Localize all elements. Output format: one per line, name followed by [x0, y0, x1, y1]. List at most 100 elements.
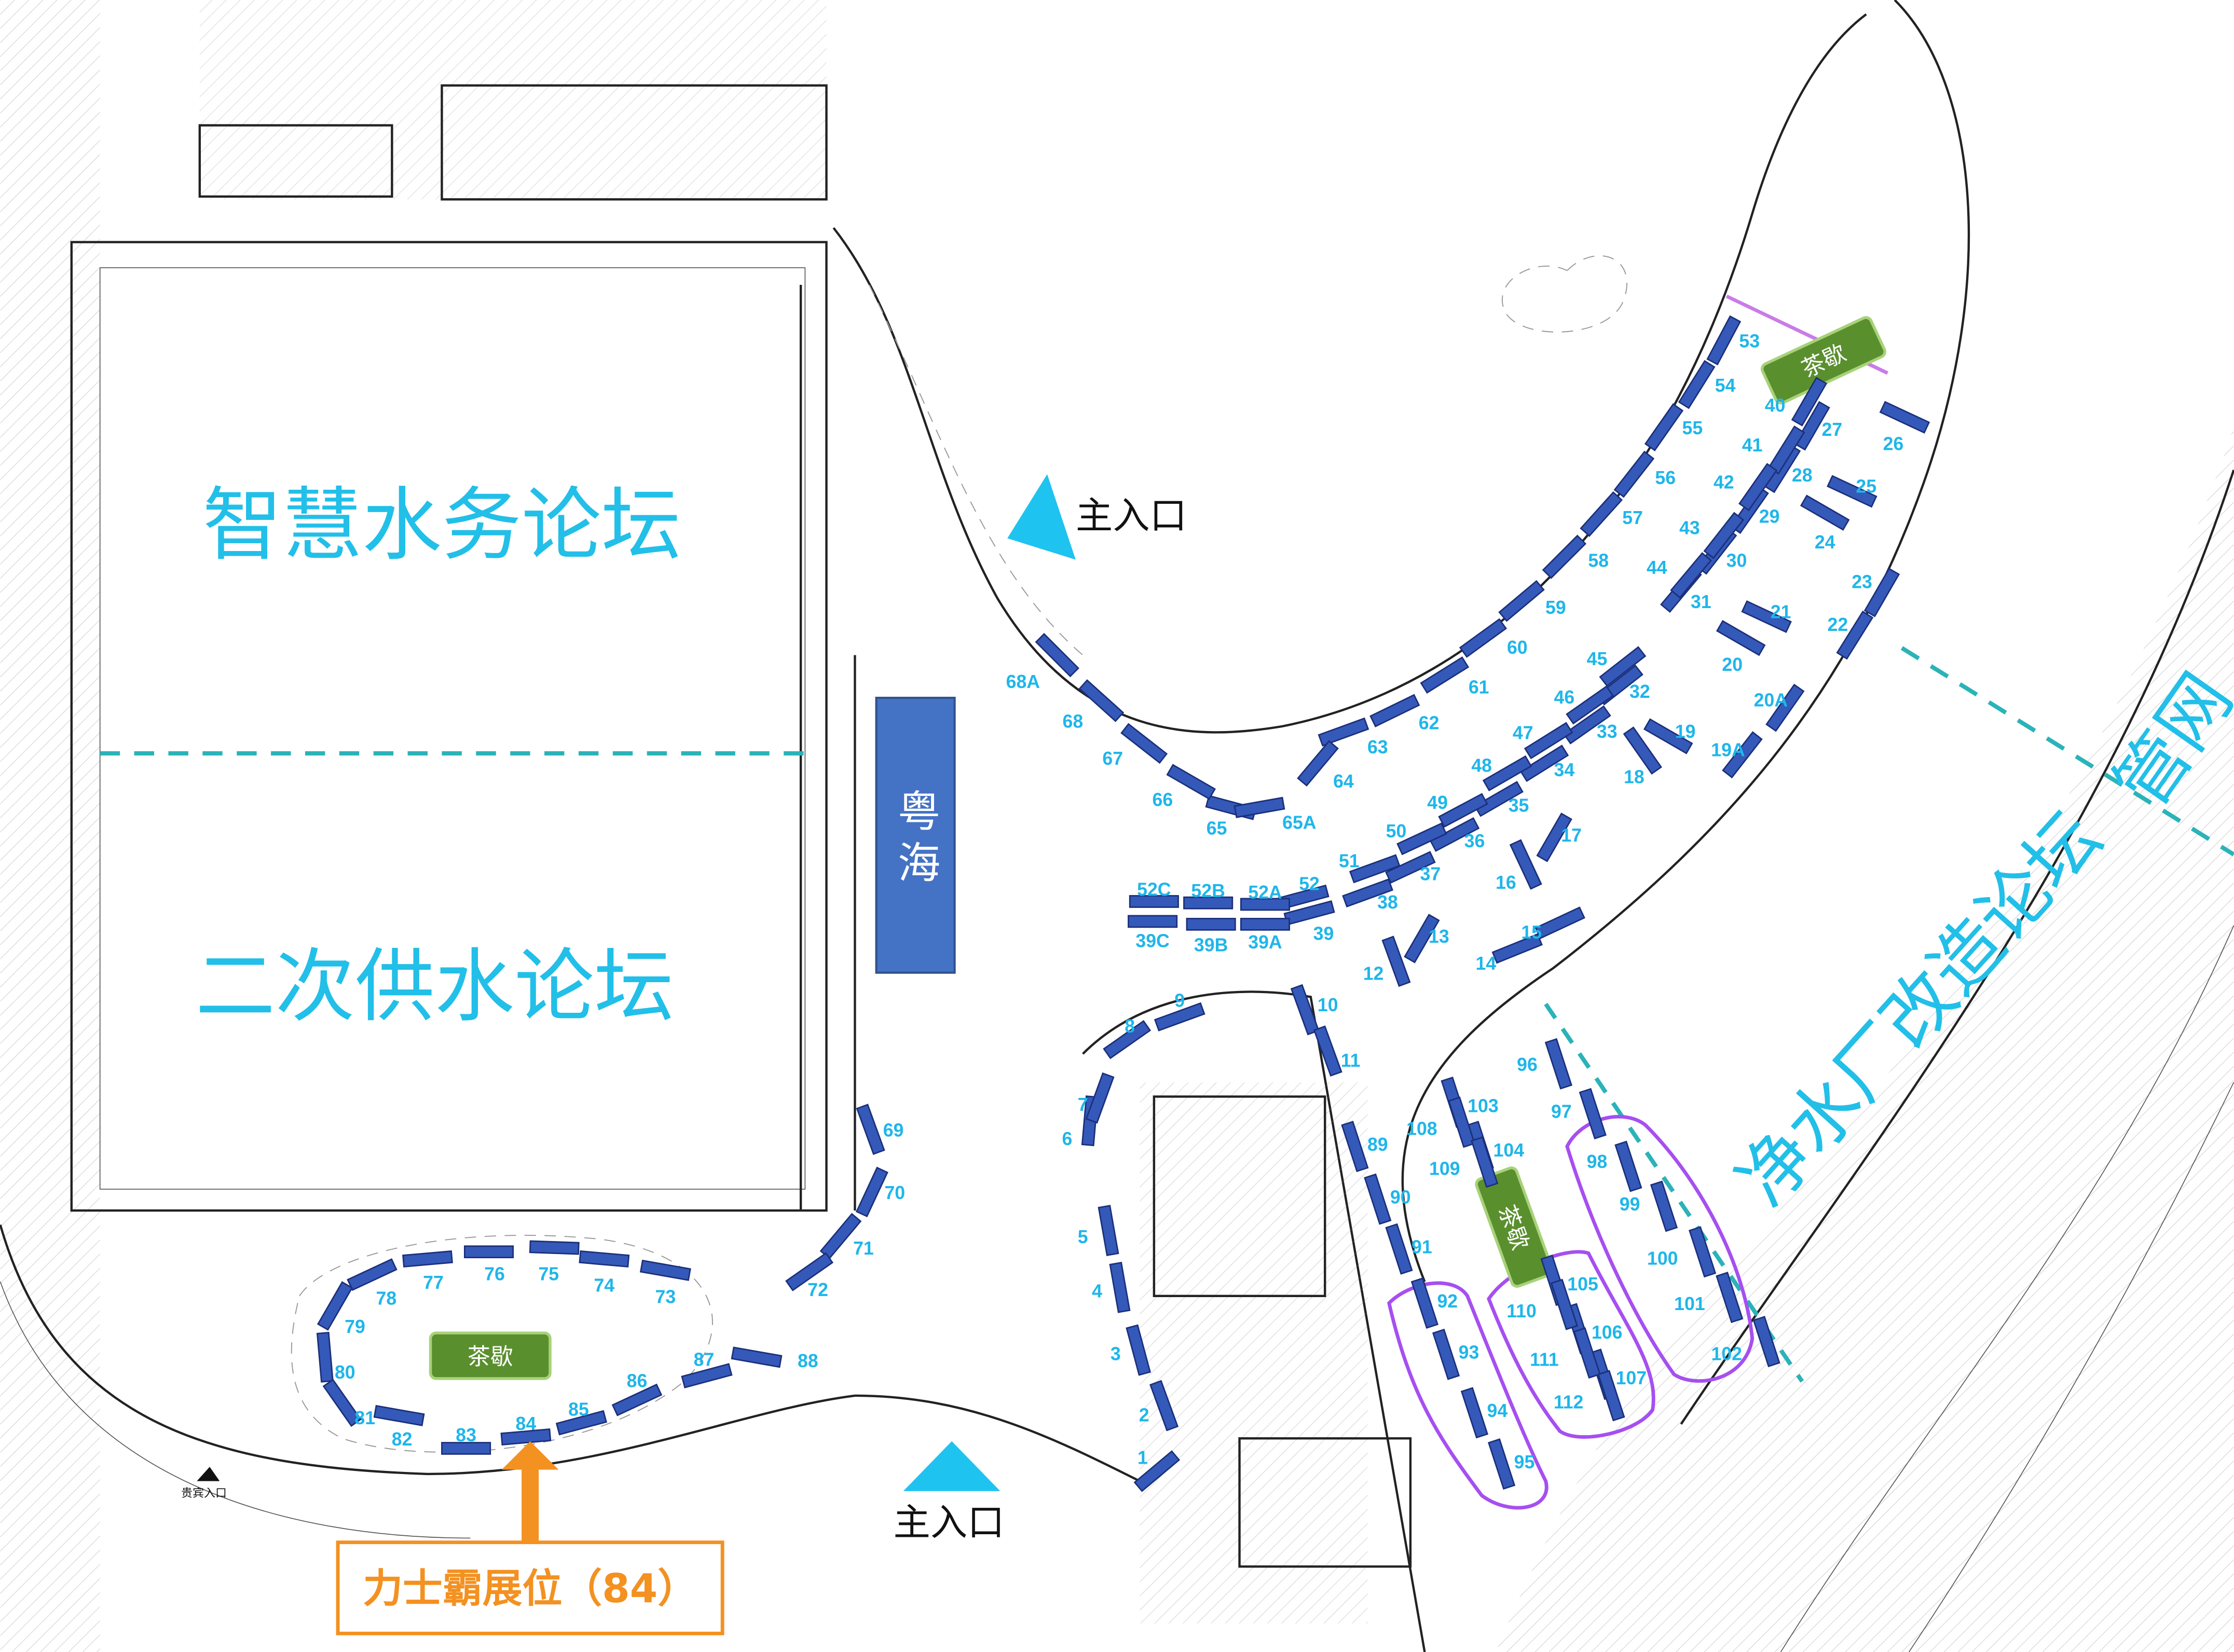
booth-57[interactable]: 57	[1580, 491, 1643, 537]
booth-68a[interactable]: 68A	[1006, 632, 1079, 692]
booth-93[interactable]: 93	[1432, 1328, 1479, 1380]
yuehai-booth[interactable]: 粤海	[875, 696, 956, 974]
booth-41[interactable]: 41	[1742, 425, 1805, 475]
booth-36[interactable]: 36	[1429, 817, 1485, 852]
booth-51[interactable]: 51	[1339, 851, 1401, 884]
booth-37[interactable]: 37	[1385, 851, 1441, 884]
booth-54[interactable]: 54	[1678, 360, 1736, 409]
booth-43[interactable]: 43	[1679, 512, 1745, 559]
booth-14[interactable]: 14	[1476, 933, 1543, 974]
booth-11[interactable]: 11	[1313, 1025, 1361, 1077]
booth-89[interactable]: 89	[1341, 1121, 1388, 1173]
booth-39b[interactable]: 39B	[1186, 918, 1236, 956]
booth-105[interactable]: 105	[1540, 1255, 1598, 1306]
booth-108[interactable]: 108	[1406, 1096, 1476, 1148]
booth-33[interactable]: 33	[1563, 705, 1618, 745]
booth-27[interactable]: 27	[1794, 401, 1842, 451]
booth-85[interactable]: 85	[555, 1399, 608, 1436]
booth-70[interactable]: 70	[855, 1166, 905, 1218]
booth-92[interactable]: 92	[1410, 1277, 1458, 1329]
booth-90[interactable]: 90	[1364, 1173, 1411, 1225]
booth-75[interactable]: 75	[529, 1240, 580, 1285]
booth-111[interactable]: 111	[1530, 1327, 1601, 1379]
booth-60[interactable]: 60	[1459, 618, 1528, 658]
booth-18[interactable]: 18	[1623, 726, 1663, 788]
booth-40[interactable]: 40	[1765, 377, 1828, 426]
booth-86[interactable]: 86	[611, 1370, 663, 1416]
booth-61[interactable]: 61	[1420, 656, 1489, 698]
booth-69[interactable]: 69	[856, 1104, 903, 1155]
booth-74[interactable]: 74	[579, 1250, 630, 1296]
booth-94[interactable]: 94	[1460, 1387, 1508, 1439]
booth-52c[interactable]: 52C	[1129, 879, 1179, 908]
booth-110[interactable]: 110	[1506, 1278, 1578, 1330]
booth-58[interactable]: 58	[1542, 534, 1609, 579]
booth-109[interactable]: 109	[1429, 1136, 1499, 1188]
main-entrance-top[interactable]: 主入口	[1007, 474, 1187, 560]
booth-84[interactable]: 84	[500, 1413, 552, 1446]
booth-15[interactable]: 15	[1521, 906, 1585, 943]
booth-81[interactable]: 81	[322, 1379, 376, 1428]
booth-17[interactable]: 17	[1536, 813, 1582, 862]
booth-79[interactable]: 79	[317, 1281, 365, 1337]
booth-97[interactable]: 97	[1551, 1087, 1607, 1139]
booth-73[interactable]: 73	[639, 1259, 691, 1307]
booth-68[interactable]: 68	[1063, 679, 1125, 732]
booth-65a[interactable]: 65A	[1234, 796, 1317, 833]
booth-22[interactable]: 22	[1828, 610, 1874, 660]
booth-64[interactable]: 64	[1297, 740, 1354, 792]
booth-100[interactable]: 100	[1647, 1226, 1717, 1278]
booth-87[interactable]: 87	[681, 1349, 733, 1388]
booth-7[interactable]: 7	[1078, 1072, 1115, 1124]
booth-4[interactable]: 4	[1092, 1261, 1131, 1313]
booth-26[interactable]: 26	[1879, 401, 1930, 455]
booth-45[interactable]: 45	[1587, 646, 1647, 687]
booth-8[interactable]: 8	[1103, 1016, 1152, 1059]
booth-23[interactable]: 23	[1852, 568, 1900, 617]
booth-71[interactable]: 71	[819, 1213, 874, 1260]
booth-16[interactable]: 16	[1496, 839, 1542, 893]
booth-99[interactable]: 99	[1620, 1180, 1678, 1232]
booth-98[interactable]: 98	[1587, 1140, 1642, 1192]
booth-67[interactable]: 67	[1102, 723, 1168, 769]
booth-47[interactable]: 47	[1513, 722, 1573, 760]
booth-88[interactable]: 88	[731, 1346, 818, 1371]
booth-19a[interactable]: 19A	[1711, 731, 1763, 779]
booth-9[interactable]: 9	[1154, 990, 1205, 1031]
booth-106[interactable]: 106	[1565, 1303, 1623, 1355]
booth-82[interactable]: 82	[373, 1405, 425, 1450]
booth-19[interactable]: 19	[1643, 718, 1696, 754]
booth-20[interactable]: 20	[1716, 620, 1766, 675]
booth-5[interactable]: 5	[1078, 1205, 1119, 1256]
booth-38[interactable]: 38	[1342, 878, 1398, 913]
booth-3[interactable]: 3	[1111, 1324, 1152, 1376]
booth-34[interactable]: 34	[1519, 745, 1575, 782]
booth-95[interactable]: 95	[1488, 1438, 1535, 1490]
booth-39a[interactable]: 39A	[1240, 918, 1290, 953]
booth-25[interactable]: 25	[1827, 475, 1877, 508]
booth-12[interactable]: 12	[1363, 935, 1411, 987]
booth-101[interactable]: 101	[1674, 1272, 1744, 1324]
booth-2[interactable]: 2	[1139, 1380, 1179, 1431]
booth-83[interactable]: 83	[441, 1425, 491, 1455]
highlight-callout[interactable]: 力士霸展位（84）	[336, 1441, 724, 1635]
booth-112[interactable]: 112	[1554, 1370, 1625, 1422]
booth-39c[interactable]: 39C	[1128, 915, 1178, 951]
booth-53[interactable]: 53	[1706, 315, 1760, 366]
booth-20a[interactable]: 20A	[1754, 683, 1805, 732]
booth-55[interactable]: 55	[1644, 403, 1703, 451]
booth-56[interactable]: 56	[1613, 450, 1676, 498]
main-entrance-bottom[interactable]: 主入口	[894, 1441, 1005, 1544]
booth-46[interactable]: 46	[1554, 685, 1614, 725]
booth-10[interactable]: 10	[1290, 984, 1338, 1036]
booth-63[interactable]: 63	[1318, 717, 1388, 758]
booth-39[interactable]: 39	[1283, 900, 1335, 944]
booth-48[interactable]: 48	[1471, 755, 1532, 792]
booth-13[interactable]: 13	[1404, 914, 1449, 963]
booth-44[interactable]: 44	[1647, 552, 1712, 599]
booth-35[interactable]: 35	[1474, 781, 1529, 817]
booth-21[interactable]: 21	[1741, 600, 1792, 634]
booth-78[interactable]: 78	[347, 1258, 398, 1309]
booth-62[interactable]: 62	[1369, 694, 1439, 733]
booth-50[interactable]: 50	[1386, 821, 1447, 856]
